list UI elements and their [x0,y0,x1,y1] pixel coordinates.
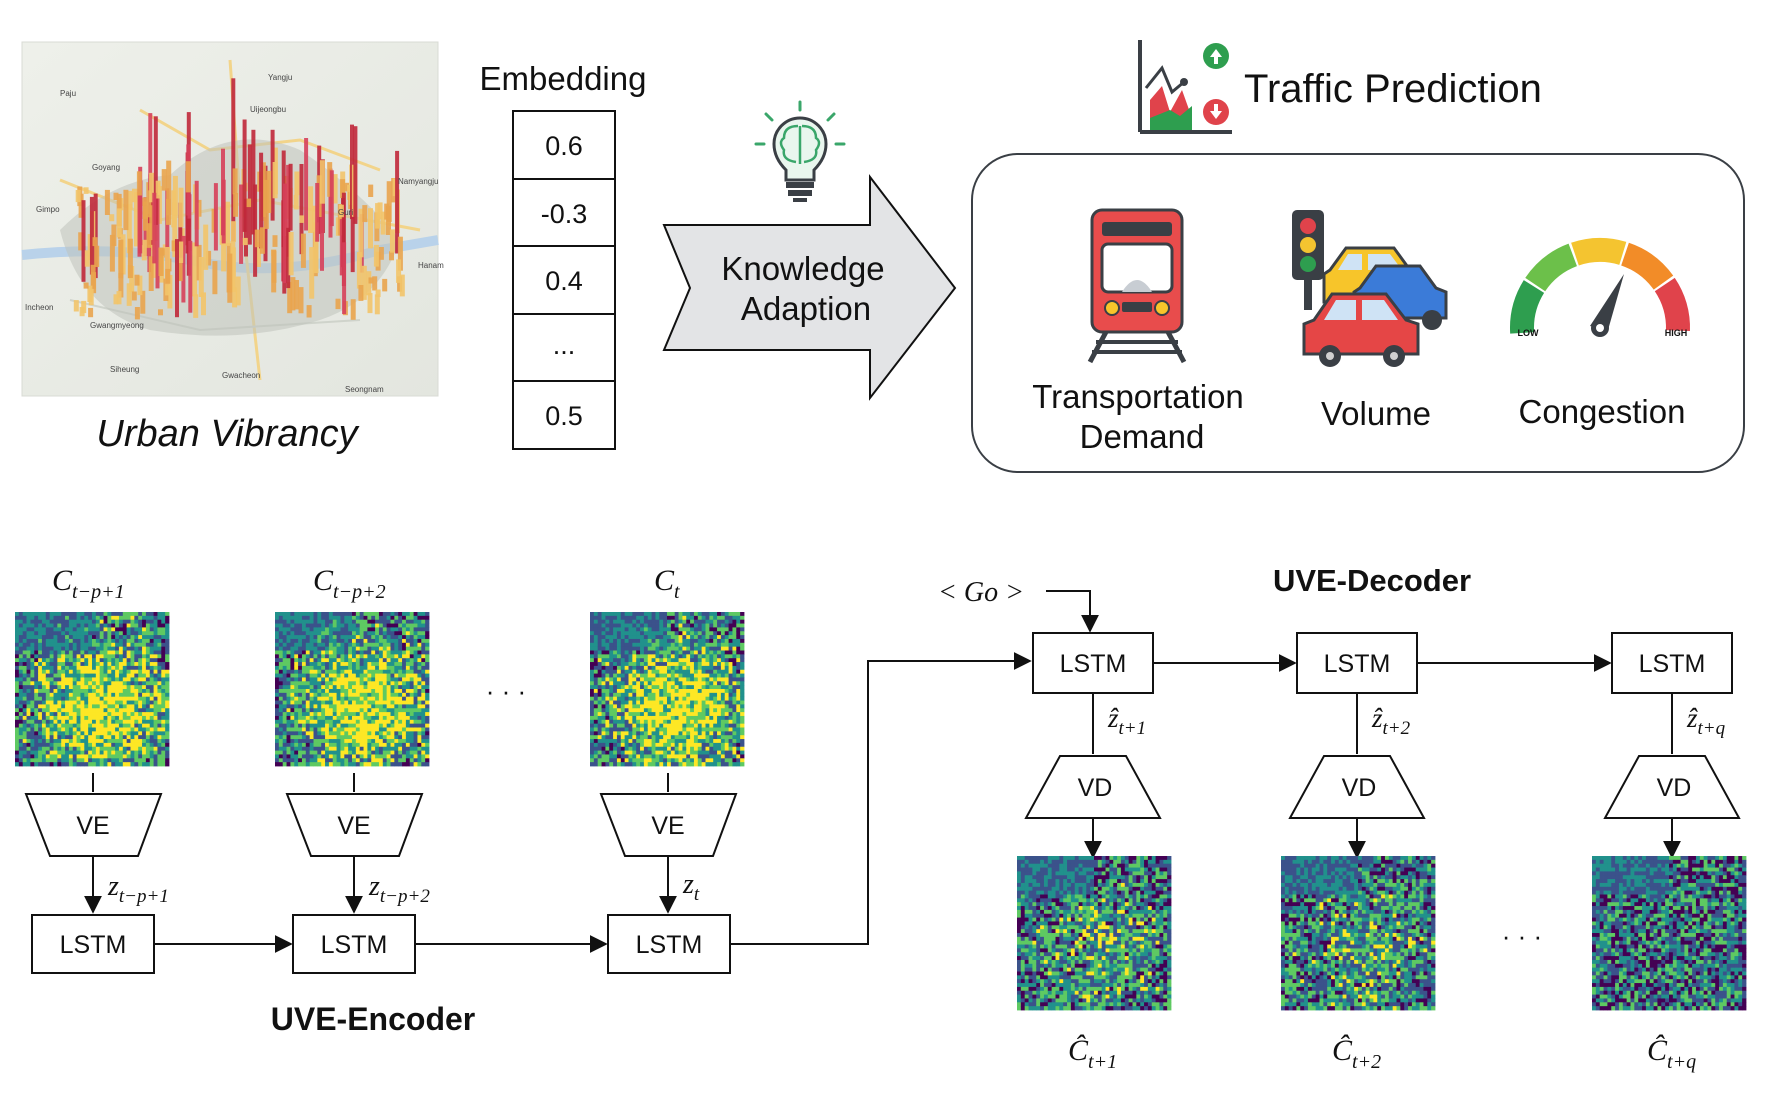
encoder-lstm-cell [607,914,731,974]
lstm-label: LSTM [1324,650,1391,678]
embedding-cell-2 [512,178,616,247]
map-place-name: Goyang [92,163,120,172]
embedding-vector: 0.6 -0.3 0.4 ... 0.5 [512,110,616,450]
visual-decoder-block [1288,755,1426,819]
ve-label: VE [651,812,684,840]
map-place-name: Namyangju [398,177,438,186]
input-map-label: Ct [654,564,680,603]
uve-decoder-title: UVE-Decoder [1273,563,1471,598]
predicted-map-label: Ĉt+1 [1068,1034,1117,1073]
embedding-cell-5 [512,380,616,450]
input-vibrancy-heatmap [275,612,430,767]
input-vibrancy-heatmap [15,612,170,767]
visual-encoder-block [599,793,738,857]
embedding-cell-4 [512,313,616,382]
input-map-label: Ct−p+2 [313,564,386,603]
embedding-value: 0.4 [545,266,583,296]
map-place-name: Siheung [110,365,139,374]
vibrancy-bars [73,78,405,320]
map-place-name: Gimpo [36,205,60,214]
embedding-title: Embedding [480,60,647,97]
visual-decoder-block [1603,755,1741,819]
transportation-demand-label-2: Demand [1080,418,1205,455]
lstm-label: LSTM [1639,650,1706,678]
map-place-name: Hanam [418,261,444,270]
lstm-label: LSTM [321,931,388,959]
map-place-name: Guri [338,208,353,217]
congestion-label: Congestion [1519,393,1686,430]
traffic-prediction-title: Traffic Prediction [1244,67,1542,111]
decoder-ellipsis: · · · [1502,921,1542,951]
knowledge-adaption-arrow [662,174,957,401]
embedding-value: ... [553,330,576,360]
lstm-label: LSTM [60,931,127,959]
decoded-z-label: ẑt+1 [1107,703,1146,739]
input-map-label: Ct−p+1 [52,564,125,603]
encoder-ellipsis: · · · [486,676,526,706]
map-place-name: Gwacheon [222,371,260,380]
transportation-demand-label: Transportation [1032,378,1244,415]
visual-decoder-block [1024,755,1162,819]
vd-label: VD [1657,774,1692,802]
visual-encoder-block [285,793,424,857]
decoder-lstm-cell [1611,632,1733,694]
ve-label: VE [337,812,370,840]
latent-z-label: zt−p+1 [107,871,169,907]
congestion-gauge-icon: LOW HIGH [1510,238,1690,338]
embedding-value: 0.5 [545,401,583,431]
predicted-map-label: Ĉt+2 [1332,1034,1381,1073]
predicted-vibrancy-heatmap [1017,856,1172,1011]
decoder-lstm-cell [1296,632,1418,694]
predicted-vibrancy-heatmap [1281,856,1436,1011]
embedding-value: 0.6 [545,131,583,161]
visual-encoder-block [24,793,163,857]
map-place-name: Yangju [268,73,292,82]
vd-label: VD [1078,774,1113,802]
volume-label: Volume [1321,395,1431,432]
predicted-map-label: Ĉt+q [1647,1034,1696,1073]
lightbulb-brain-icon [754,100,846,202]
vd-label: VD [1342,774,1377,802]
latent-z-label: zt−p+2 [368,871,430,907]
traffic-chart-icon [1138,40,1232,134]
map-place-name: Gwangmyeong [90,321,144,330]
urban-vibrancy-label: Urban Vibrancy [96,413,359,455]
map-place-name: Incheon [25,303,53,312]
knowledge-adaption-label-2: Adaption [741,290,871,327]
embedding-cell-1 [512,110,616,180]
input-vibrancy-heatmap [590,612,745,767]
encoder-lstm-cell [31,914,155,974]
knowledge-adaption-label: Knowledge [721,250,884,287]
gauge-high-label: HIGH [1665,328,1688,338]
ve-label: VE [76,812,109,840]
gauge-low-label: LOW [1518,328,1539,338]
train-icon [1087,208,1187,364]
map-place-name: Uijeongbu [250,105,286,114]
embedding-value: -0.3 [541,199,588,229]
predicted-vibrancy-heatmap [1592,856,1747,1011]
decoded-z-label: ẑt+2 [1371,703,1411,739]
decoded-z-label: ẑt+q [1686,703,1726,739]
traffic-volume-icon [1292,210,1448,367]
uve-encoder-title: UVE-Encoder [271,1001,475,1037]
lstm-label: LSTM [1060,650,1127,678]
map-place-name: Seongnam [345,385,384,394]
lstm-label: LSTM [636,931,703,959]
map-place-name: Paju [60,89,76,98]
latent-z-label: zt [682,869,700,905]
go-token-label: < Go > [938,577,1024,608]
